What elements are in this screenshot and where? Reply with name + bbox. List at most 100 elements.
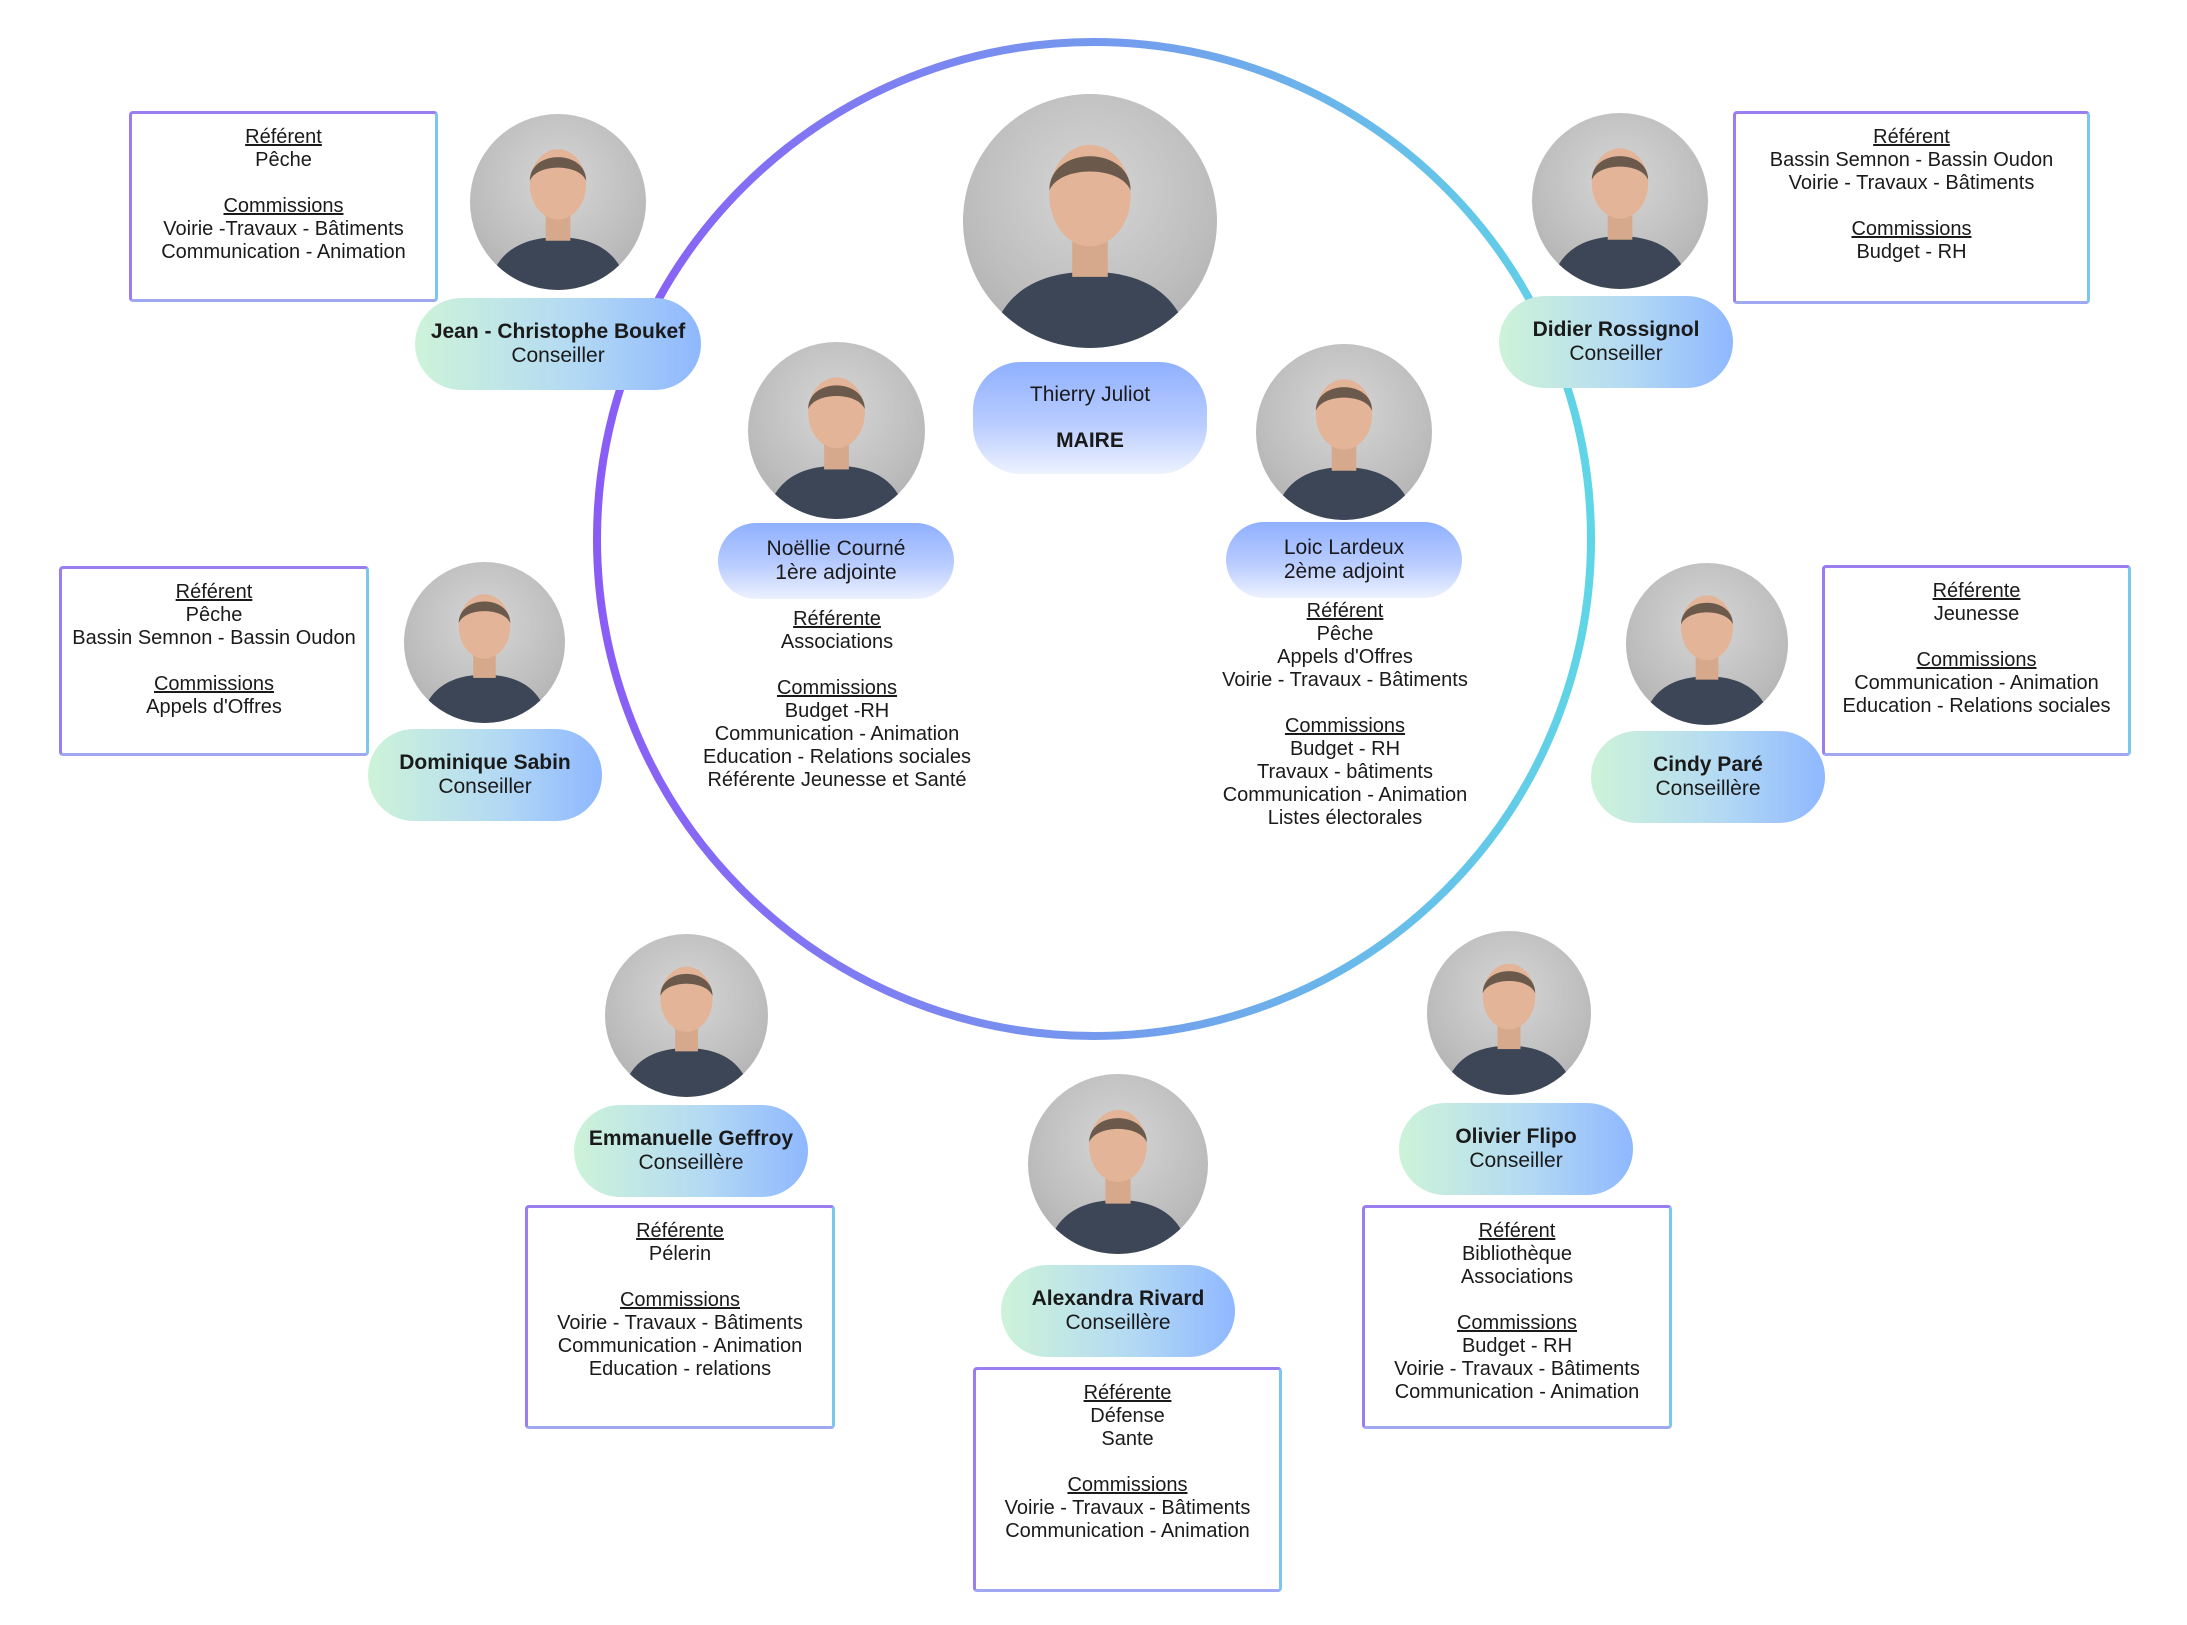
list-item: Travaux - bâtiments (1257, 761, 1433, 783)
alexandra-com-title: Commissions (1067, 1474, 1188, 1496)
deputy2-name: Loic Lardeux (1283, 536, 1405, 559)
list-item: Budget - RH (1289, 738, 1401, 760)
list-item: Communication - Animation (1854, 672, 2099, 694)
deputy1-name: Noëllie Courné (766, 537, 906, 560)
deputy1-role: 1ère adjointe (775, 561, 897, 584)
deputy1-com-title: Commissions (776, 677, 898, 699)
list-item: Bassin Semnon - Bassin Oudon (1769, 149, 2054, 171)
dominique-role: Conseiller (438, 775, 532, 798)
list-item: Communication - Animation (557, 1335, 803, 1357)
cindy-name: Cindy Paré (1653, 753, 1763, 776)
list-item: Bassin Semnon - Bassin Oudon (72, 627, 356, 649)
list-item: Pêche (185, 604, 243, 626)
list-item: Défense (1090, 1405, 1165, 1427)
mayor-photo (963, 94, 1217, 348)
mayor-label: Thierry Juliot MAIRE (973, 362, 1207, 474)
olivier-info-box: Référent Bibliothèque Associations Commi… (1362, 1205, 1672, 1429)
dominique-info-box: Référent Pêche Bassin Semnon - Bassin Ou… (59, 566, 369, 756)
dominique-photo (404, 562, 565, 723)
cindy-label: Cindy Paré Conseillère (1591, 731, 1825, 823)
deputy1-photo (748, 342, 925, 519)
deputy1-label: Noëllie Courné 1ère adjointe (718, 523, 954, 599)
didier-com-title: Commissions (1851, 218, 1972, 240)
portrait-silhouette-icon (1643, 595, 1771, 725)
list-item: Sante (1101, 1428, 1154, 1450)
didier-name: Didier Rossignol (1532, 318, 1700, 341)
portrait-silhouette-icon (1274, 379, 1414, 520)
olivier-name: Olivier Flipo (1455, 1125, 1577, 1148)
jean-info-box: Référent Pêche Commissions Voirie -Trava… (129, 111, 438, 302)
list-item: Jeunesse (1933, 603, 2020, 625)
didier-info-box: Référent Bassin Semnon - Bassin Oudon Vo… (1733, 111, 2090, 304)
list-item: Voirie - Travaux - Bâtiments (1222, 669, 1468, 691)
alexandra-ref-title: Référente (1083, 1382, 1172, 1404)
alexandra-name: Alexandra Rivard (1031, 1287, 1205, 1310)
dominique-label: Dominique Sabin Conseiller (368, 729, 602, 821)
portrait-silhouette-icon (622, 966, 751, 1097)
list-item: Associations (780, 631, 894, 653)
list-item: Voirie - Travaux - Bâtiments (1394, 1358, 1640, 1380)
emmanuelle-ref-title: Référente (636, 1220, 724, 1242)
portrait-silhouette-icon (420, 594, 549, 723)
olivier-label: Olivier Flipo Conseiller (1399, 1103, 1633, 1195)
list-item: Associations (1460, 1266, 1574, 1288)
dominique-ref-title: Référent (175, 581, 253, 603)
olivier-photo (1427, 931, 1591, 1095)
didier-photo (1532, 113, 1708, 289)
alexandra-info-box: Référente Défense Sante Commissions Voir… (973, 1367, 1282, 1592)
list-item: Education - relations (588, 1358, 772, 1380)
dominique-com-title: Commissions (153, 673, 275, 695)
list-item: Pêche (1316, 623, 1374, 645)
olivier-com-title: Commissions (1456, 1312, 1578, 1334)
didier-label: Didier Rossignol Conseiller (1499, 296, 1733, 388)
list-item: Appels d'Offres (146, 696, 282, 718)
list-item: Communication - Animation (714, 723, 960, 745)
jean-ref-title: Référent (245, 126, 322, 148)
cindy-info-box: Référente Jeunesse Commissions Communica… (1822, 565, 2131, 756)
emmanuelle-info-box: Référente Pélerin Commissions Voirie - T… (525, 1205, 835, 1429)
emmanuelle-label: Emmanuelle Geffroy Conseillère (574, 1105, 808, 1197)
olivier-role: Conseiller (1469, 1149, 1563, 1172)
alexandra-label: Alexandra Rivard Conseillère (1001, 1265, 1235, 1357)
emmanuelle-com-title: Commissions (619, 1289, 741, 1311)
list-item: Voirie -Travaux - Bâtiments (163, 218, 404, 240)
portrait-silhouette-icon (1550, 148, 1690, 289)
jean-com-title: Commissions (223, 195, 344, 217)
cindy-ref-title: Référente (1932, 580, 2021, 602)
list-item: Appels d'Offres (1277, 646, 1413, 668)
deputy2-details: Référent Pêche Appels d'Offres Voirie - … (1160, 600, 1530, 830)
jean-role: Conseiller (511, 344, 605, 367)
deputy2-label: Loic Lardeux 2ème adjoint (1226, 522, 1462, 598)
list-item: Voirie - Travaux - Bâtiments (1004, 1497, 1251, 1519)
portrait-silhouette-icon (989, 144, 1191, 348)
list-item: Budget -RH (784, 700, 890, 722)
portrait-silhouette-icon (766, 377, 907, 519)
alexandra-role: Conseillère (1065, 1311, 1171, 1334)
cindy-com-title: Commissions (1916, 649, 2037, 671)
deputy2-com-title: Commissions (1284, 715, 1406, 737)
list-item: Listes électorales (1267, 807, 1423, 829)
alexandra-photo (1028, 1074, 1208, 1254)
list-item: Voirie - Travaux - Bâtiments (557, 1312, 803, 1334)
list-item: Pélerin (648, 1243, 712, 1265)
deputy2-role: 2ème adjoint (1283, 560, 1405, 583)
deputy1-ref-title: Référente (793, 608, 881, 630)
list-item: Communication - Animation (161, 241, 406, 263)
list-item: Budget - RH (1461, 1335, 1573, 1357)
emmanuelle-photo (605, 934, 768, 1097)
list-item: Communication - Animation (1222, 784, 1468, 806)
deputy2-photo (1256, 344, 1432, 520)
list-item: Bibliothèque (1461, 1243, 1573, 1265)
didier-role: Conseiller (1569, 342, 1663, 365)
mayor-name: Thierry Juliot (1029, 383, 1151, 406)
list-item: Pêche (255, 149, 312, 171)
portrait-silhouette-icon (488, 149, 628, 290)
olivier-ref-title: Référent (1478, 1220, 1556, 1242)
list-item: Référente Jeunesse et Santé (707, 769, 967, 791)
jean-photo (470, 114, 646, 290)
mayor-role: MAIRE (1056, 429, 1124, 452)
deputy1-details: Référente Associations Commissions Budge… (640, 608, 1034, 792)
jean-label: Jean - Christophe Boukef Conseiller (415, 298, 701, 390)
deputy2-ref-title: Référent (1306, 600, 1384, 622)
